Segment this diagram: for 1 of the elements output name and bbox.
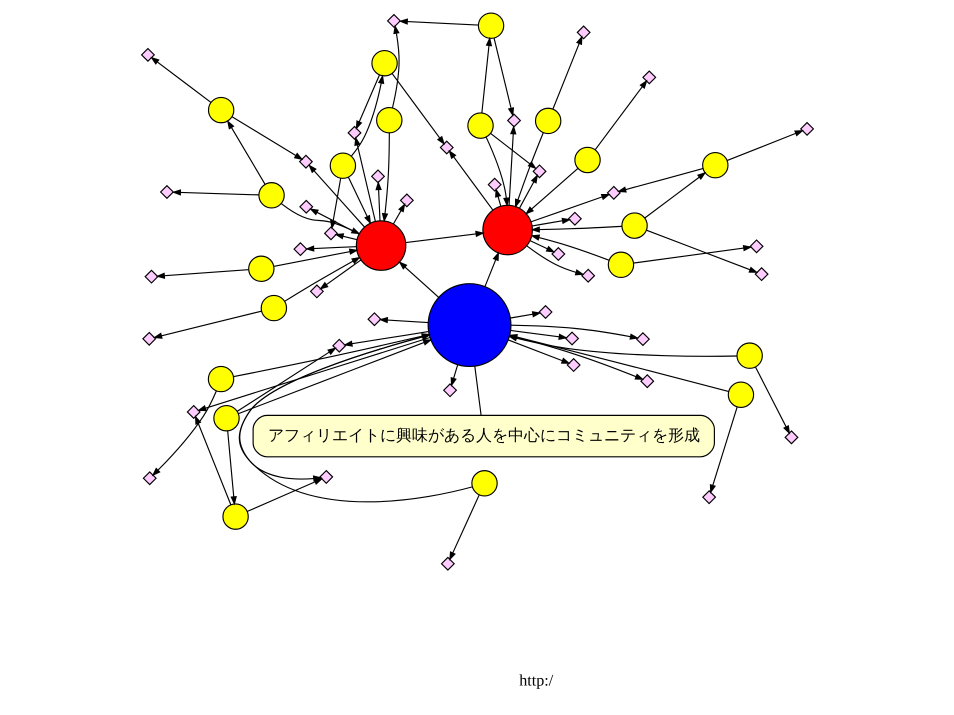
label: http:/ (518, 672, 553, 690)
